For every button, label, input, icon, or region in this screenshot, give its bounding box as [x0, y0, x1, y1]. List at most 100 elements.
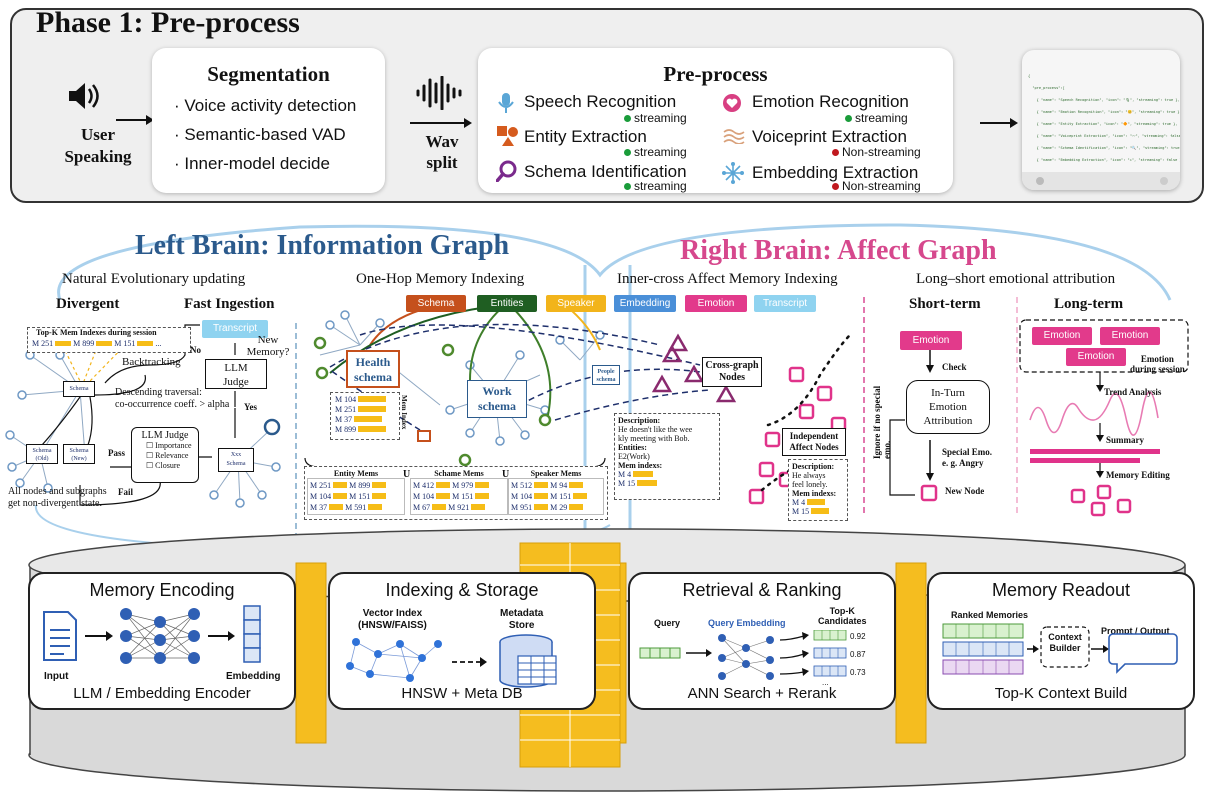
fast-ingestion-label: Fast Ingestion	[184, 296, 275, 312]
seg-item: · Semantic-based VAD	[174, 125, 346, 144]
indexing-storage-card: Indexing & Storage Vector Index(HNSW/FAI…	[328, 572, 596, 710]
prompt-output-label: Prompt / Output	[1101, 626, 1170, 636]
encoding-footer: LLM / Embedding Encoder	[73, 685, 251, 702]
shapes-icon	[496, 125, 520, 152]
query-label: Query	[654, 618, 681, 628]
waveform-icon	[416, 76, 462, 110]
union-symbol: U	[403, 469, 411, 480]
emotion-tag: Emotion	[900, 331, 962, 350]
preprocess-item: Schema Identification	[524, 162, 687, 181]
trend-analysis-label: Trend Analysis	[1104, 387, 1162, 397]
health-mems-box: M 104 M 251 M 37 M 899	[330, 392, 400, 440]
stream-status: streaming	[624, 179, 687, 193]
mic-icon	[498, 92, 514, 119]
speaker-icon	[69, 83, 99, 109]
encoder-network-icon	[43, 605, 261, 664]
stream-status: Non-streaming	[832, 179, 921, 193]
encoding-title: Memory Encoding	[89, 580, 235, 600]
memory-editing-label: Memory Editing	[1106, 470, 1170, 480]
indexing-title: Indexing & Storage	[385, 580, 539, 600]
embedding-tag: Embedding	[614, 295, 676, 312]
json-line: "pre_process":[	[1028, 86, 1065, 90]
arrow-icon	[116, 115, 154, 125]
preprocess-title: Pre-process	[663, 62, 768, 86]
json-line: { "name": "Embedding Extraction", "icon"…	[1028, 158, 1180, 162]
search-icon	[495, 160, 518, 187]
more-dots: ...	[822, 678, 829, 687]
mems-union-box	[304, 466, 608, 520]
yes-label: Yes	[244, 402, 257, 412]
json-line: { "name": "Voiceprint Extraction", "icon…	[1028, 134, 1180, 138]
arrow-icon	[980, 118, 1018, 128]
new-node-label: New Node	[945, 486, 985, 496]
fail-label: Fail	[118, 487, 133, 497]
memory-encoding-card: Memory Encoding Input Embedding LLM / Em…	[28, 572, 296, 710]
schema-node: Schema	[63, 381, 95, 397]
readout-flow-icon	[942, 623, 1178, 675]
json-line: { "name": "Speech Recognition", "icon": …	[1028, 98, 1180, 102]
voiceprint-icon	[723, 128, 745, 149]
json-line: { "name": "Schema Identification", "icon…	[1028, 146, 1180, 150]
segmentation-title: Segmentation	[207, 62, 330, 86]
ranked-memories-label: Ranked Memories	[951, 610, 1029, 620]
speaker-tag: Speaker	[546, 295, 606, 312]
retrieval-title: Retrieval & Ranking	[682, 580, 842, 600]
ignore-label: Ignore if no special emo.	[872, 385, 892, 459]
embedding-icon	[722, 162, 744, 189]
topk-box: Top-K Mem Indexes during session M 251 M…	[27, 327, 191, 353]
stream-status: streaming	[624, 111, 687, 125]
seg-item: · Inner-model decide	[174, 154, 330, 173]
entity-mems: Entity Mems M 251 M 899 M 104 M 151 M 37…	[307, 469, 405, 515]
segmentation-card: Segmentation · Voice activity detection …	[152, 48, 385, 193]
left-brain-title: Left Brain: Information Graph	[135, 230, 510, 261]
llm-judge2-box: LLM Judge ☐ Importance☐ Relevance☐ Closu…	[131, 427, 199, 483]
divergent-label: Divergent	[56, 296, 120, 312]
special-emo-label: Special Emo.e. g. Angry	[942, 447, 993, 468]
speaker-mems: Speaker Mems M 512 M 94 M 104 M 151 M 95…	[508, 469, 604, 515]
right-brain-title: Right Brain: Affect Graph	[680, 235, 997, 266]
graph-canvas	[5, 223, 1189, 552]
readout-footer: Top-K Context Build	[994, 685, 1128, 702]
vector-index-label: Vector Index(HNSW/FAISS)	[358, 608, 427, 631]
schame-mems: Schame Mems M 412 M 979 M 104 M 151 M 67…	[410, 469, 508, 515]
short-term-label: Short-term	[909, 296, 981, 312]
mem-index-label: Mem Index	[400, 395, 408, 430]
pass-label: Pass	[108, 448, 126, 458]
schema-old-node: Schema(Old)	[26, 444, 58, 464]
natural-updating-label: Natural Evolutionary updating	[62, 271, 246, 287]
json-line: { "name": "Emotion Recognition", "icon":…	[1028, 110, 1180, 114]
descending-label: Descending traversal:co-occurrence coeff…	[115, 387, 230, 410]
retrieval-ranking-card: Retrieval & Ranking Query Query Embeddin…	[628, 572, 896, 710]
stream-status: streaming	[845, 111, 908, 125]
no-label: No	[190, 345, 201, 355]
arrow-icon	[410, 118, 472, 128]
long-term-label: Long-term	[1054, 296, 1124, 312]
backtracking-label: Backtracking	[122, 356, 181, 368]
embedding-label: Embedding	[226, 671, 281, 682]
retrieval-footer: ANN Search + Rerank	[687, 685, 837, 702]
json-preview-card: { "pre_process":[ { "name": "Speech Reco…	[1022, 50, 1180, 190]
transcript-tag: Transcript	[202, 320, 268, 338]
stream-status: streaming	[624, 145, 687, 159]
check-label: Check	[942, 362, 967, 372]
schema-new-node: Schema(New)	[63, 444, 95, 464]
hnsw-db-icon	[346, 634, 557, 688]
entities-tag: Entities	[477, 295, 537, 312]
preprocess-item: Emotion Recognition	[752, 92, 909, 111]
memory-readout-card: Memory Readout Ranked Memories Prompt / …	[927, 572, 1195, 710]
emotion-tag: Emotion	[1100, 327, 1160, 345]
